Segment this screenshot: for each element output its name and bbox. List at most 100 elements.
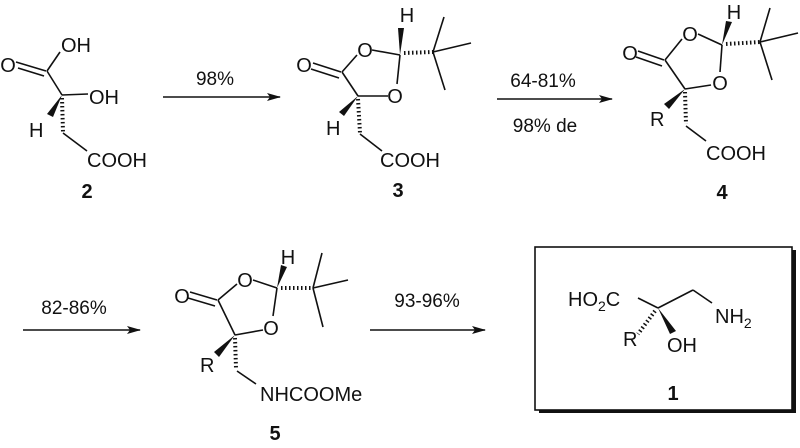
bond	[396, 54, 401, 85]
wedge-bond	[664, 89, 685, 109]
compound-number: 3	[392, 180, 403, 202]
compound-number: 4	[716, 182, 728, 204]
bond	[312, 62, 342, 73]
atom-label-nh: NH	[715, 306, 744, 328]
bond	[62, 132, 88, 152]
atom-label: H	[29, 120, 43, 142]
tbu-bond	[432, 51, 446, 91]
reaction-arrow-4: 93-96%	[370, 291, 486, 334]
tbu-bond	[759, 41, 773, 81]
bond	[46, 51, 61, 72]
bond	[697, 33, 723, 46]
bond	[341, 54, 358, 73]
bond	[310, 68, 340, 79]
compound-4: O O H O R COOH 4	[622, 2, 799, 204]
compound-number: 5	[269, 423, 280, 445]
compound-5: O O H O R NHCOOMe 5	[174, 247, 362, 445]
bond	[637, 50, 665, 61]
hashed-bond	[233, 337, 238, 369]
product-box	[534, 246, 793, 411]
atom-label: H	[727, 2, 741, 24]
tbu-bond	[432, 42, 472, 53]
atom-label: H	[400, 5, 414, 27]
compound-2: O OH OH H COOH 2	[0, 35, 147, 203]
hashed-bond	[403, 50, 434, 55]
bond	[46, 70, 63, 96]
atom-label: H	[281, 247, 295, 269]
tbu-bond	[432, 16, 445, 53]
compound-number: 2	[81, 181, 92, 203]
atom-label: R	[200, 355, 214, 377]
wedge-bond	[398, 28, 404, 55]
bond	[692, 289, 713, 304]
compound-1-box: HO2C NH2 R OH 1	[534, 246, 796, 413]
yield-label: 93-96%	[394, 291, 460, 312]
atom-label-c: C	[606, 289, 620, 311]
bond	[685, 125, 707, 142]
atom-label: NHCOOMe	[260, 384, 362, 406]
atom-label: OH	[667, 335, 697, 357]
compound-number: 1	[667, 383, 678, 405]
bond	[684, 84, 712, 90]
atom-label: OH	[61, 35, 91, 57]
bond	[635, 56, 663, 67]
reaction-arrow-3: 82-86%	[23, 298, 141, 334]
bond	[187, 297, 216, 307]
atom-label: O	[237, 270, 253, 292]
bond	[664, 59, 686, 90]
hashed-bond	[356, 98, 362, 134]
atom-label: O	[712, 73, 728, 95]
bond	[61, 93, 89, 96]
atom-label: O	[622, 43, 638, 65]
bond	[719, 44, 723, 73]
yield-label: 82-86%	[41, 298, 107, 319]
atom-label: NH2	[715, 306, 752, 331]
bond	[217, 283, 238, 301]
bond	[664, 38, 683, 61]
atom-subscript: 2	[598, 298, 606, 314]
bond	[236, 370, 257, 385]
wedge-bond	[339, 96, 358, 116]
bond	[217, 299, 236, 336]
bond	[15, 61, 47, 72]
de-label: 98% de	[513, 116, 577, 137]
reaction-arrow-1: 98%	[163, 69, 281, 101]
compound-3: O O H O H COOH 3	[296, 5, 472, 202]
atom-label-ho: HO	[568, 289, 598, 311]
wedge-bond	[277, 265, 287, 288]
atom-label: O	[296, 55, 312, 77]
bond	[341, 71, 359, 97]
wedge-bond	[722, 21, 732, 45]
bond	[359, 133, 383, 152]
hashed-bond	[636, 309, 657, 336]
bond	[252, 279, 278, 289]
yield-label: 98%	[196, 69, 234, 90]
atom-label: COOH	[87, 150, 147, 172]
atom-label: COOH	[706, 143, 766, 165]
atom-label: HO2C	[568, 289, 620, 314]
hashed-bond	[683, 91, 688, 125]
atom-label: O	[682, 24, 698, 46]
bond	[234, 329, 264, 336]
wedge-bond	[214, 335, 235, 357]
atom-label: COOH	[380, 150, 440, 172]
wedge-bond	[658, 308, 676, 334]
bond	[17, 67, 45, 77]
tbu-bond	[312, 279, 349, 289]
tbu-bond	[759, 32, 799, 43]
bond	[637, 297, 659, 309]
atom-subscript: 2	[744, 315, 752, 331]
bond	[657, 289, 694, 309]
atom-label: R	[623, 329, 637, 351]
atom-label: O	[387, 86, 403, 108]
atom-label: O	[0, 55, 16, 77]
wedge-bond	[47, 95, 62, 117]
hashed-bond	[60, 97, 65, 133]
bond	[189, 291, 218, 301]
tbu-bond	[312, 287, 324, 328]
atom-label: O	[174, 286, 190, 308]
atom-label: OH	[89, 87, 119, 109]
hashed-bond	[725, 40, 761, 46]
atom-label: H	[326, 118, 340, 140]
